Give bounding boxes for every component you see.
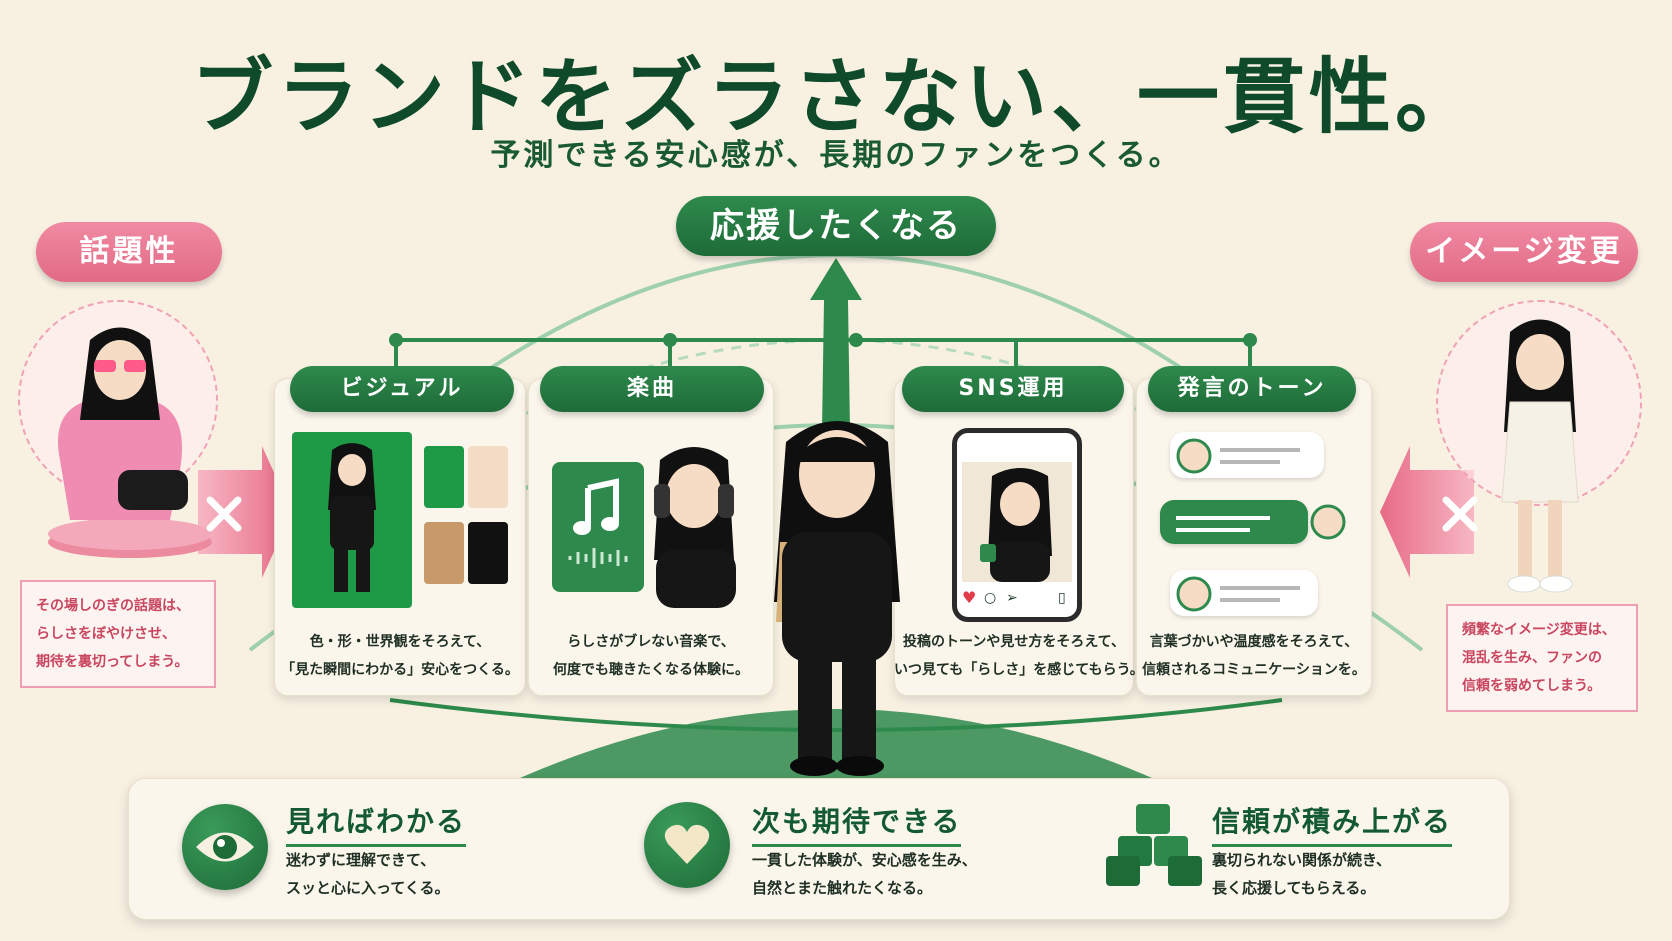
outcome-panel — [128, 778, 1510, 920]
music-note-icon — [568, 478, 628, 568]
caption-line: らしさがブレない音楽で、 — [567, 634, 735, 650]
card-caption-visual: 色・形・世界観をそろえて、 「見た瞬間にわかる」安心をつくる。 — [274, 628, 526, 684]
eye-icon — [196, 832, 254, 862]
photo-character-figure — [980, 468, 1052, 582]
share-icon: ➢ — [1006, 590, 1018, 606]
left-warning-note: その場しのぎの話題は、 らしさをぼやけさせ、 期待を裏切ってしまう。 — [20, 580, 216, 688]
step-head-understand: 見ればわかる — [286, 800, 467, 847]
headphone-character-figure — [654, 447, 736, 608]
right-risk-label: イメージ変更 — [1410, 222, 1638, 282]
card-caption-music: らしさがブレない音楽で、 何度でも聴きたくなる体験に。 — [528, 628, 774, 684]
page-subtitle: 予測できる安心感が、長期のファンをつくる。 — [490, 138, 1182, 173]
step-text-understand: 迷わずに理解できて、 スッと心に入ってくる。 — [286, 846, 450, 902]
card-caption-sns: 投稿のトーンや見せ方をそろえて、 いつ見ても「らしさ」を感じてもらう。 — [894, 628, 1144, 684]
color-swatch — [424, 446, 464, 508]
step-line: 一貫した体験が、安心感を生み、 — [752, 851, 977, 869]
left-note-line: らしさをぼやけさせ、 — [36, 626, 176, 642]
left-risk-label: 話題性 — [36, 222, 222, 282]
color-swatch — [424, 522, 464, 584]
caption-line: 色・形・世界観をそろえて、 — [309, 634, 491, 650]
step-line: スッと心に入ってくる。 — [286, 879, 450, 897]
card-label-tone: 発言のトーン — [1148, 366, 1356, 412]
card-label-sns: SNS運用 — [902, 366, 1124, 412]
chat-bubble — [1160, 500, 1308, 544]
card-label-visual: ビジュアル — [290, 366, 514, 412]
step-head-expect: 次も期待できる — [752, 800, 962, 847]
color-swatch — [468, 446, 508, 508]
chat-lines — [1176, 438, 1346, 612]
step-line: 裏切られない関係が続き、 — [1212, 851, 1391, 869]
heart-icon — [664, 824, 710, 864]
blocks-icon — [1106, 804, 1202, 886]
cross-icon — [206, 496, 242, 532]
left-character-figure — [48, 327, 212, 558]
goal-label: 応援したくなる — [676, 196, 996, 256]
step-line: 自然とまた触れたくなる。 — [752, 879, 933, 897]
caption-line: 信頼されるコミュニケーションを。 — [1142, 662, 1366, 678]
caption-line: 何度でも聴きたくなる体験に。 — [553, 662, 749, 678]
left-note-line: 期待を裏切ってしまう。 — [36, 654, 189, 670]
heart-icon: ♥ — [962, 588, 977, 607]
right-character-figure — [1501, 319, 1579, 593]
caption-line: 言葉づかいや温度感をそろえて、 — [1149, 634, 1359, 650]
color-swatch — [468, 522, 508, 584]
right-warning-note: 頻繁なイメージ変更は、 混乱を生み、ファンの 信頼を弱めてしまう。 — [1446, 604, 1638, 712]
step-text-trust: 裏切られない関係が続き、 長く応援してもらえる。 — [1212, 846, 1391, 902]
caption-line: 「見た瞬間にわかる」安心をつくる。 — [281, 662, 519, 678]
right-note-line: 混乱を生み、ファンの — [1462, 650, 1602, 666]
card-caption-tone: 言葉づかいや温度感をそろえて、 信頼されるコミュニケーションを。 — [1136, 628, 1372, 684]
step-line: 長く応援してもらえる。 — [1212, 879, 1376, 897]
step-head-trust: 信頼が積み上がる — [1212, 800, 1453, 847]
caption-line: いつ見ても「らしさ」を感じてもらう。 — [894, 662, 1144, 678]
page-title: ブランドをズラさない、一貫性。 — [190, 50, 1481, 145]
central-character-figure — [774, 421, 900, 776]
bookmark-icon: ▯ — [1058, 590, 1066, 606]
mini-character-figure — [328, 443, 376, 592]
right-note-line: 頻繁なイメージ変更は、 — [1462, 622, 1616, 638]
step-line: 迷わずに理解できて、 — [286, 851, 436, 869]
comment-icon: ○ — [984, 590, 997, 606]
left-note-line: その場しのぎの話題は、 — [36, 598, 190, 614]
right-note-line: 信頼を弱めてしまう。 — [1462, 678, 1602, 694]
cross-icon — [1442, 496, 1478, 532]
caption-line: 投稿のトーンや見せ方をそろえて、 — [903, 634, 1125, 650]
card-label-music: 楽曲 — [540, 366, 764, 412]
step-text-expect: 一貫した体験が、安心感を生み、 自然とまた触れたくなる。 — [752, 846, 977, 902]
